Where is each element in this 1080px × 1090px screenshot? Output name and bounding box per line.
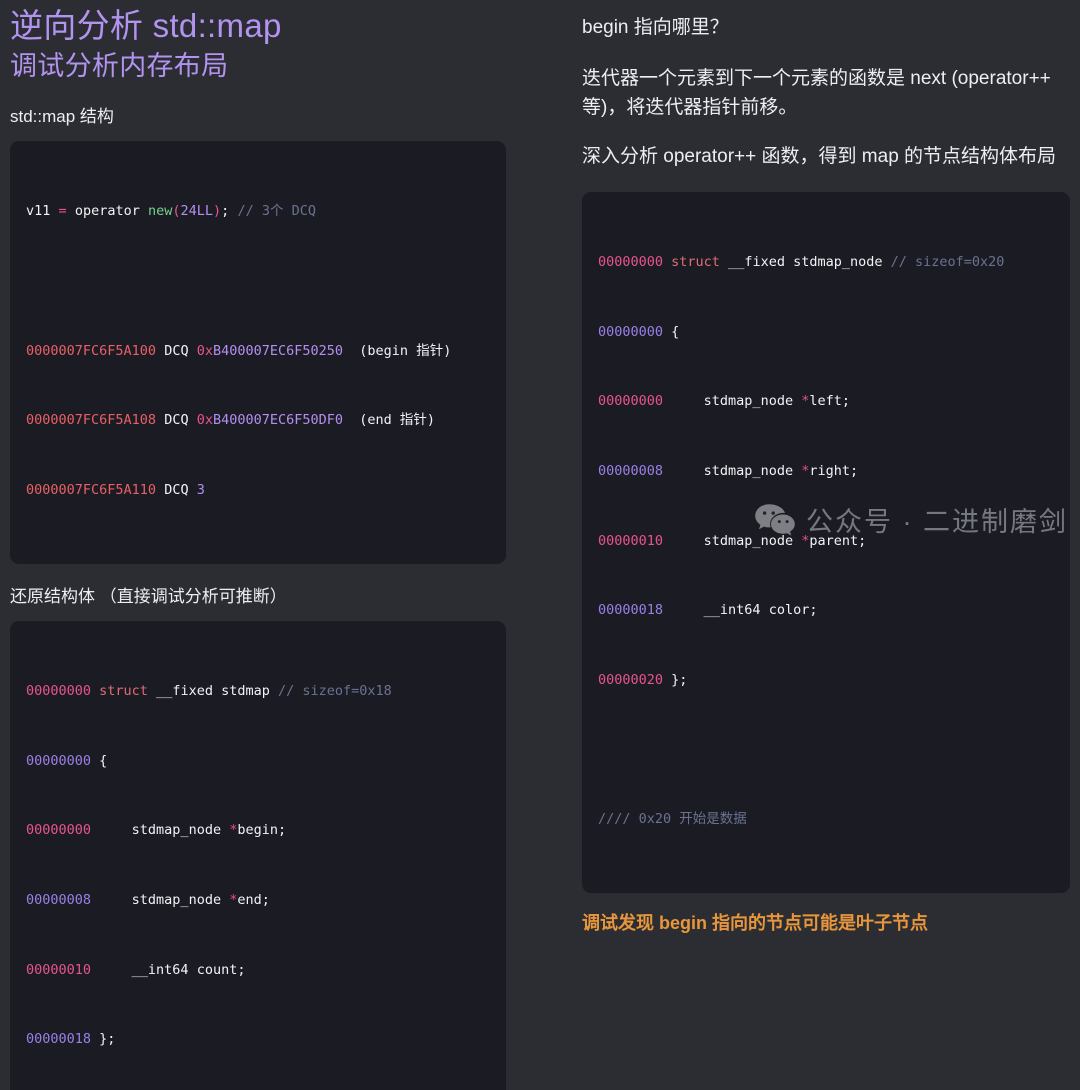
paragraph-iterator-next: 迭代器一个元素到下一个元素的函数是 next (operator++ 等)，将迭… [582,67,1051,118]
code-line-dcq-0: 0000007FC6F5A100 DCQ 0xB400007EC6F50250 … [26,340,490,363]
page-title: 逆向分析 std::map [10,7,282,44]
code-token-field: left; [809,393,850,410]
code-token-field: parent; [809,532,867,549]
code-line-struct-4: 00000010 __int64 count; [26,959,490,982]
code-line-dcq-1: 0000007FC6F5A108 DCQ 0xB400007EC6F50DF0 … [26,409,490,432]
code-token-op: DCQ [164,482,189,498]
code-token-offset: 00000000 [598,323,664,340]
code-token-star: * [801,462,810,479]
code-token-field: right; [809,462,859,479]
code-line-node-0: 00000000 struct __fixed stdmap_node // s… [598,251,1054,274]
code-line-node-6: 00000020 }; [598,669,1054,692]
code-token-comment: // sizeof=0x18 [278,683,392,700]
code-token-offset: 00000018 [598,602,664,619]
code-block-memory-dump: v11 = operator new(24LL); // 3个 DCQ 0000… [10,140,506,564]
code-line-node-1: 00000000 { [598,321,1054,344]
code-line-spacer [598,739,1054,762]
code-token-num: 24LL [180,203,214,220]
code-token-rest: stdmap_node [663,393,802,410]
code-line-struct-3: 00000008 stdmap_node *end; [26,889,490,912]
code-token-rest: }; [663,671,688,688]
code-token-var: v11 [26,203,51,220]
code-token-field: begin; [237,822,287,839]
code-token-comment: //// 0x20 开始是数据 [598,811,747,828]
section-label-restored-struct: 还原结构体 （直接调试分析可推断） [10,586,287,606]
code-token-paren-close: ) [213,203,222,220]
code-token-offset: 00000008 [26,892,92,908]
code-token-hex-value: 3 [196,482,205,498]
code-token-rest: stdmap_node [91,892,230,908]
code-line-node-5: 00000018 __int64 color; [598,599,1054,622]
code-token-note: (begin 指针) [359,342,452,359]
code-token-hex-value: B400007EC6F50DF0 [212,412,344,429]
code-token-rest: __fixed stdmap_node [719,253,891,270]
code-line-struct-5: 00000018 }; [26,1028,490,1051]
code-token-comment: // sizeof=0x20 [890,253,1005,270]
code-token-offset: 00000010 [26,961,92,978]
code-token-rest: stdmap_node [663,462,802,479]
code-token-rest: { [91,752,108,769]
code-token-star: * [801,393,810,410]
code-line-alloc: v11 = operator new(24LL); // 3个 DCQ [26,200,490,223]
code-token-rest: __int64 count; [91,961,246,978]
code-block-stdmap-node-struct: 00000000 struct __fixed stdmap_node // s… [582,191,1070,893]
code-block-stdmap-struct: 00000000 struct __fixed stdmap // sizeof… [10,620,506,1090]
code-line-spacer [26,270,490,293]
code-token-addr: 0000007FC6F5A108 [26,412,157,429]
code-token-offset: 00000000 [26,752,92,769]
code-line-node-3: 00000008 stdmap_node *right; [598,460,1054,483]
code-token-field: end; [237,892,270,908]
paragraph-operator-analysis: 深入分析 operator++ 函数，得到 map 的节点结构体布局 [582,145,1057,167]
code-token-addr: 0000007FC6F5A100 [26,342,157,359]
code-line-struct-2: 00000000 stdmap_node *begin; [26,819,490,842]
right-column: begin 指向哪里？ 迭代器一个元素到下一个元素的函数是 next (oper… [540,0,1080,933]
section-label-map-struct: std::map 结构 [10,107,114,126]
code-token-rest: stdmap_node [663,532,802,549]
code-token-offset: 00000020 [598,671,664,688]
code-token-new: new [147,203,173,220]
code-token-keyword: struct [99,683,148,700]
code-token-addr: 0000007FC6F5A110 [26,482,157,498]
code-token-op: DCQ [164,412,189,429]
code-line-struct-0: 00000000 struct __fixed stdmap // sizeof… [26,680,490,703]
code-token-rest: stdmap_node [91,822,230,839]
code-token-offset: 00000000 [26,683,92,700]
code-token-keyword: struct [671,253,720,270]
code-line-node-2: 00000000 stdmap_node *left; [598,390,1054,413]
code-token-star: * [229,892,238,908]
code-line-node-4: 00000010 stdmap_node *parent; [598,530,1054,553]
code-token-rest: __fixed stdmap [147,683,278,700]
code-token-offset: 00000008 [598,462,664,479]
code-token-comment: // 3个 DCQ [237,203,316,220]
code-token-op: DCQ [164,342,189,359]
paragraph-begin-question: begin 指向哪里？ [582,17,729,38]
code-line-struct-1: 00000000 { [26,750,490,773]
code-token-offset: 00000010 [598,532,664,549]
code-line-dcq-2: 0000007FC6F5A110 DCQ 3 [26,479,490,502]
code-token-offset: 00000000 [598,253,664,270]
code-token-note: (end 指针) [359,412,436,429]
page-subtitle: 调试分析内存布局 [10,51,229,82]
code-token-star: * [801,532,810,549]
code-token-rest: __int64 color; [663,602,818,619]
code-token-hex-prefix: 0x [196,342,213,359]
code-token-offset: 00000000 [26,822,92,839]
left-column: 逆向分析 std::map 调试分析内存布局 std::map 结构 v11 =… [0,0,540,1090]
code-token-semicolon: ; [221,203,230,220]
callout-debug-finding: 调试发现 begin 指向的节点可能是叶子节点 [582,912,928,933]
code-token-hex-value: B400007EC6F50250 [212,342,344,359]
code-token-rest: { [663,323,680,340]
code-token-offset: 00000000 [598,393,664,410]
code-token-offset: 00000018 [26,1031,92,1048]
code-token-rest: }; [91,1031,116,1048]
code-token-eq: = [58,203,67,220]
code-line-node-trailing-comment: //// 0x20 开始是数据 [598,808,1054,831]
code-token-hex-prefix: 0x [196,412,213,429]
code-token-star: * [229,822,238,839]
code-token-operator-kw: operator [74,203,140,220]
code-token-paren-open: ( [172,203,181,220]
